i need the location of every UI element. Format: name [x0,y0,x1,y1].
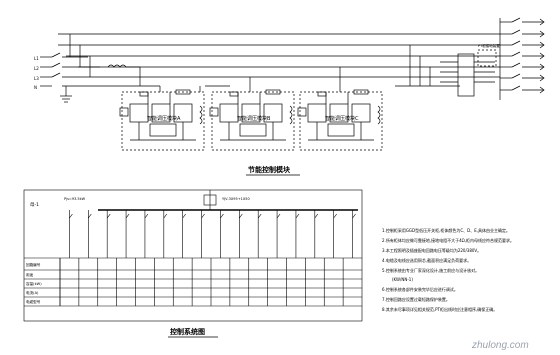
module-a-label: 智能调压模块A [147,115,181,122]
pt-box-label: PT柜接地装置 [478,43,500,48]
note-line-1: 1.控制柜采用GGD型低压开关柜,柜体颜色为C、D、E,具体由业主确定。 [382,227,510,233]
note-line-9: 8.其余未尽事项详见相关规范,PT柜出线时应注意相序,确保正确。 [382,306,497,312]
watermark: zhulong.com [471,340,529,351]
branch-switch [106,213,111,219]
bus-text-left: Pjs=93.5kW [64,197,86,201]
row-header-use: 用途 [26,272,34,277]
branch-switch [333,213,337,219]
note-line-3: 3.本工程照明及插座配电回路电压等级均为220/380V。 [382,247,481,253]
branch-switch [201,213,205,219]
branch-switch [314,213,319,219]
row-header-capacity: 容量(kW) [26,281,42,286]
module-b [209,89,295,151]
branch-switch [69,213,73,219]
branch-switch [88,213,92,219]
branch-switch [163,213,168,219]
line-label-l1: L1 [34,56,39,61]
bus-label: 母-1 [30,202,39,208]
branch-switch [239,213,243,219]
branch-switch [352,213,356,219]
note-line-8: 7.控制回路应设置过载短路保护装置。 [382,296,450,302]
branch-switch [125,213,130,219]
energy-saving-module-diagram [40,17,545,151]
note-line-4: 4.电缆及电线应选用铜芯,截面积应满足负荷要求。 [382,257,471,263]
bus-text-mid: YJV-3X95+1X50 [222,197,250,201]
row-header-circuit: 回路编号 [26,262,41,267]
branch-switch [220,213,224,219]
branch-switch [276,213,281,219]
line-label-l3: L3 [34,76,39,81]
row-header-cable: 电缆型号 [26,299,41,304]
row-header-current: 电流(A) [26,290,39,295]
line-label-l2: L2 [34,66,39,71]
module-c [297,89,383,151]
line-label-n: N [34,85,37,90]
note-line-2: 2.所有柜体均应做可靠接地,接地电阻不大于4Ω,柜内母线应符合规范要求。 [382,237,514,243]
module-c-label: 智能调压模块C [325,115,359,122]
note-line-5: 5.控制系统由专业厂家深化设计,施工前应与设计核对。 [382,267,479,273]
module-title: 节能控制模块 [248,165,291,174]
note-line-7: 6.控制系统各部件安装完毕后应进行调试。 [382,286,458,292]
note-line-6: (KW/NN-1) [392,277,413,282]
control-system-table [23,189,363,322]
branch-switch [295,213,300,219]
system-title: 控制系统图 [170,327,205,336]
branch-switch [182,213,186,219]
module-b-label: 智能调压模块B [237,115,271,122]
notes-block: 1.控制柜采用GGD型低压开关柜,柜体颜色为C、D、E,具体由业主确定。 2.所… [382,227,514,312]
branch-switch [144,213,149,219]
branch-switch [257,213,262,219]
module-a [119,86,205,151]
